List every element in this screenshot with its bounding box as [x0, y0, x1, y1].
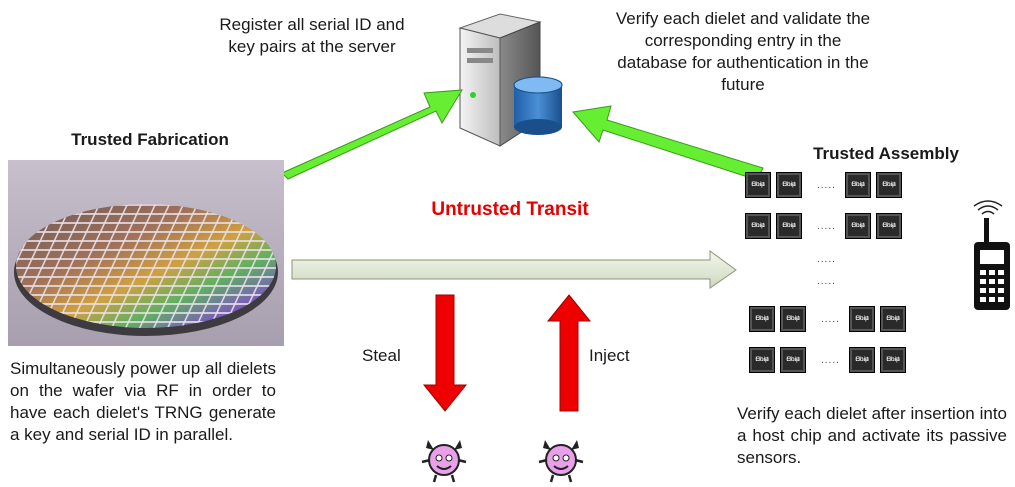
wafer-image — [8, 160, 284, 346]
server-verify-caption: Verify each dielet and validate the corr… — [615, 9, 871, 94]
inject-label: Inject — [589, 346, 630, 365]
verify-arrow — [572, 105, 764, 181]
fabrication-description: Simultaneously power up all dielets on t… — [10, 359, 276, 444]
devil-injector-icon — [538, 440, 584, 483]
server-icon — [458, 13, 563, 147]
register-arrow — [281, 89, 463, 180]
steal-arrow — [422, 294, 468, 412]
inject-arrow — [546, 294, 592, 412]
steal-label: Steal — [362, 346, 401, 365]
server-register-caption: Register all serial ID and key pairs at … — [219, 15, 405, 56]
transit-arrow — [291, 250, 737, 289]
fabrication-title: Trusted Fabrication — [71, 130, 229, 149]
assembly-description: Verify each dielet after insertion into … — [737, 404, 1007, 467]
assembly-title: Trusted Assembly — [813, 144, 959, 163]
devil-thief-icon — [421, 440, 467, 483]
phone-icon — [973, 200, 1010, 310]
untrusted-transit-label: Untrusted Transit — [431, 199, 589, 220]
